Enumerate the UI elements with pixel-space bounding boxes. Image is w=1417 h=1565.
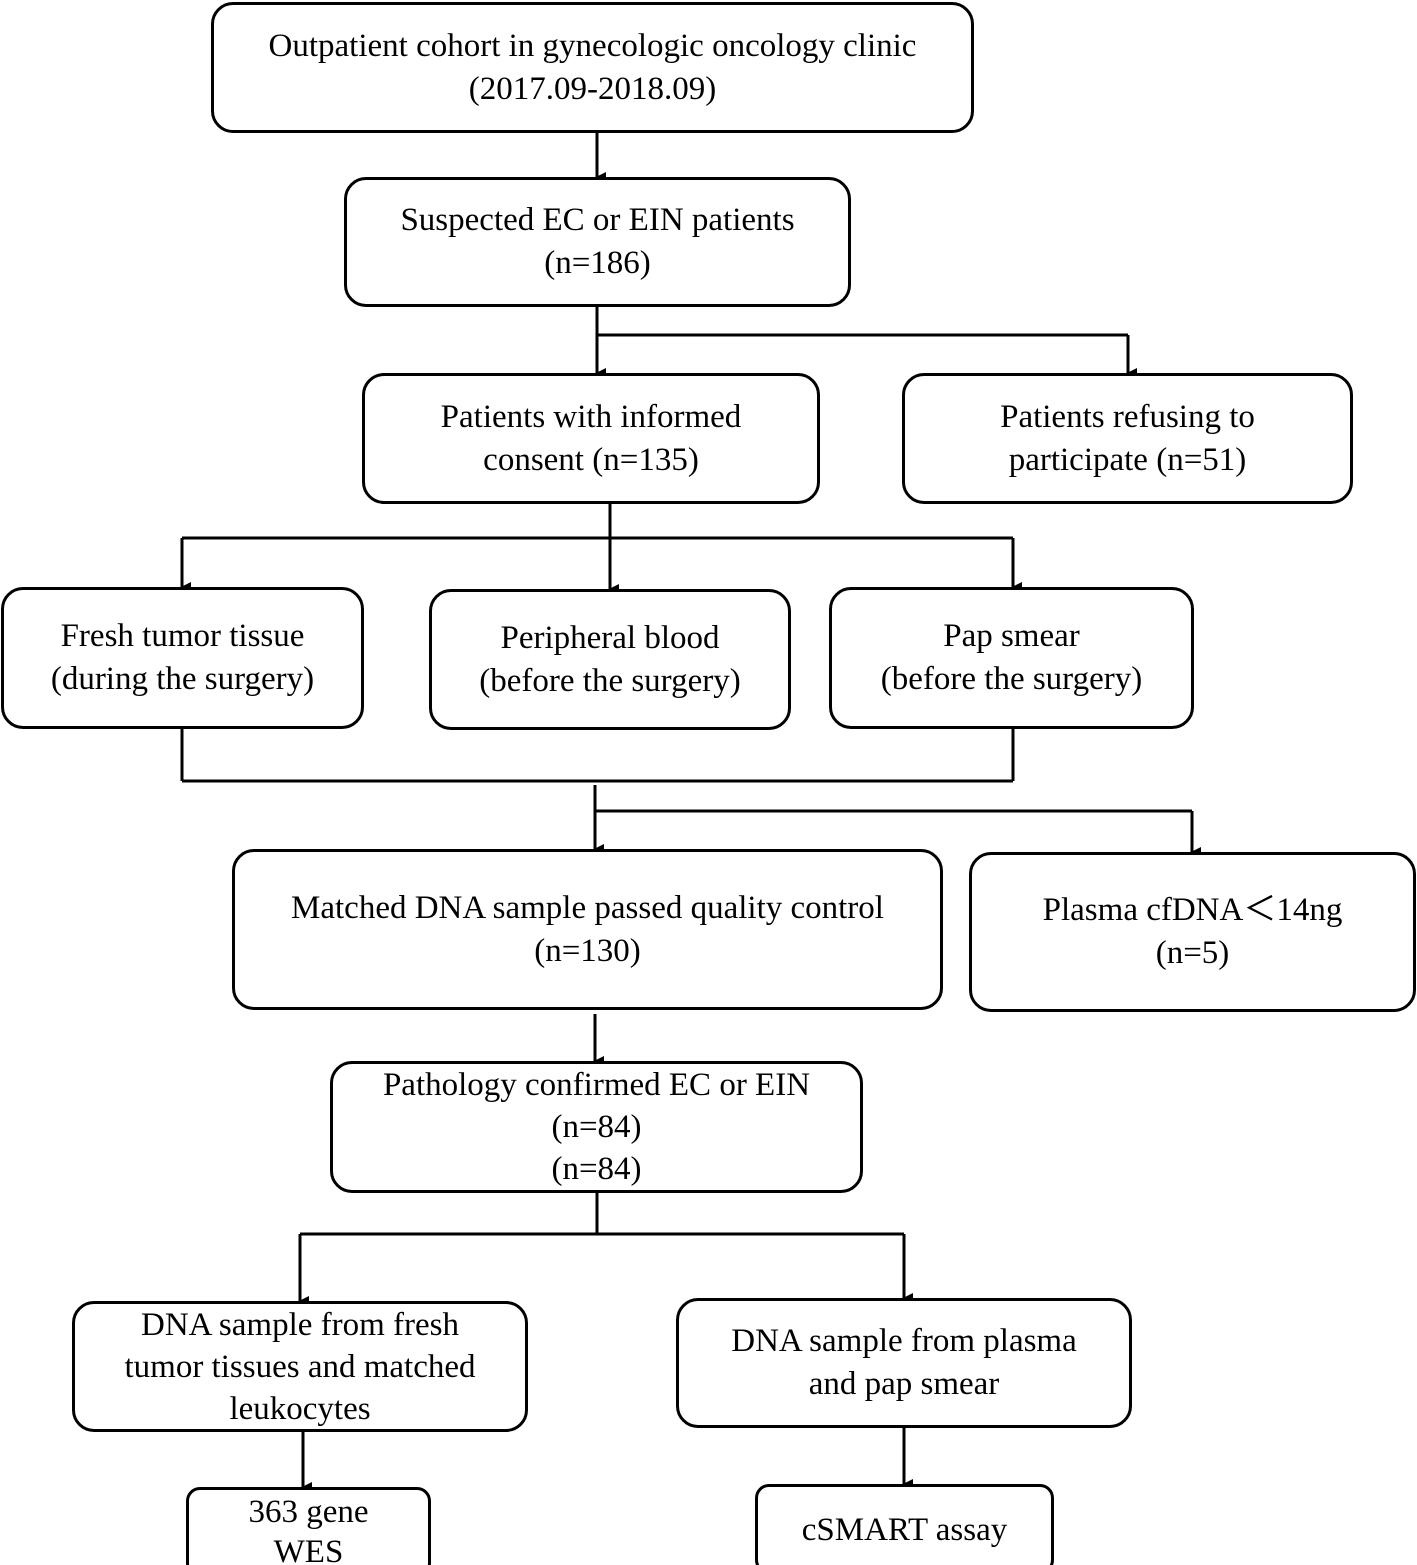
node-text: (n=5) xyxy=(1155,935,1230,971)
node-text: consent (n=135) xyxy=(483,441,699,478)
node-text: (during the surgery) xyxy=(50,661,315,697)
node-text: Pap smear xyxy=(943,618,1080,654)
node-text: Patients with informed xyxy=(440,398,742,435)
node-text: Patients refusing to xyxy=(1000,398,1255,435)
node-peripheral-blood: Peripheral blood (before the surgery) xyxy=(429,589,791,730)
node-suspected-patients: Suspected EC or EIN patients (n=186) xyxy=(344,177,851,307)
node-text: Matched DNA sample passed quality contro… xyxy=(291,889,884,926)
node-csmart: cSMART assay xyxy=(755,1484,1054,1565)
node-pap-smear: Pap smear (before the surgery) xyxy=(829,587,1194,729)
node-dna-plasma-pap: DNA sample from plasma and pap smear xyxy=(676,1298,1132,1428)
node-text: Plasma cfDNA＜14ng xyxy=(1042,892,1343,928)
node-text: tumor tissues and matched xyxy=(124,1348,476,1385)
node-text: (before the surgery) xyxy=(479,662,741,699)
node-text: cSMART assay xyxy=(801,1512,1008,1548)
node-text: leukocytes xyxy=(229,1390,371,1427)
node-text: Pathology confirmed EC or EIN xyxy=(382,1067,811,1103)
node-matched-dna-qc: Matched DNA sample passed quality contro… xyxy=(232,849,943,1010)
node-text: (n=84) xyxy=(551,1109,642,1145)
node-text: (2017.09-2018.09) xyxy=(468,70,717,107)
node-informed-consent: Patients with informed consent (n=135) xyxy=(362,373,820,504)
node-outpatient-cohort: Outpatient cohort in gynecologic oncolog… xyxy=(211,2,974,133)
node-text: DNA sample from fresh xyxy=(140,1306,459,1343)
node-dna-tissue-leukocytes: DNA sample from fresh tumor tissues and … xyxy=(72,1301,528,1432)
node-text: (n=130) xyxy=(534,932,641,969)
node-pathology-confirmed: Pathology confirmed EC or EIN (n=84) (n=… xyxy=(330,1061,863,1193)
node-refusing: Patients refusing to participate (n=51) xyxy=(902,373,1353,504)
node-text: and pap smear xyxy=(808,1366,1000,1402)
node-text: WES xyxy=(273,1534,344,1565)
node-text: Suspected EC or EIN patients xyxy=(400,202,795,238)
node-text: (before the surgery) xyxy=(880,661,1143,697)
node-text: Outpatient cohort in gynecologic oncolog… xyxy=(268,27,917,64)
node-text: Fresh tumor tissue xyxy=(60,618,305,654)
node-text: DNA sample from plasma xyxy=(731,1323,1077,1359)
node-text: (n=186) xyxy=(544,245,651,281)
node-text: Peripheral blood xyxy=(500,619,720,656)
node-plasma-cfdna-low: Plasma cfDNA＜14ng (n=5) xyxy=(969,852,1416,1012)
node-text: (n=84) xyxy=(551,1151,642,1187)
node-fresh-tumor-tissue: Fresh tumor tissue (during the surgery) xyxy=(1,587,364,729)
node-text: 363 gene xyxy=(248,1494,369,1530)
node-text: participate (n=51) xyxy=(1008,441,1247,478)
node-wes: 363 gene WES xyxy=(186,1487,431,1565)
